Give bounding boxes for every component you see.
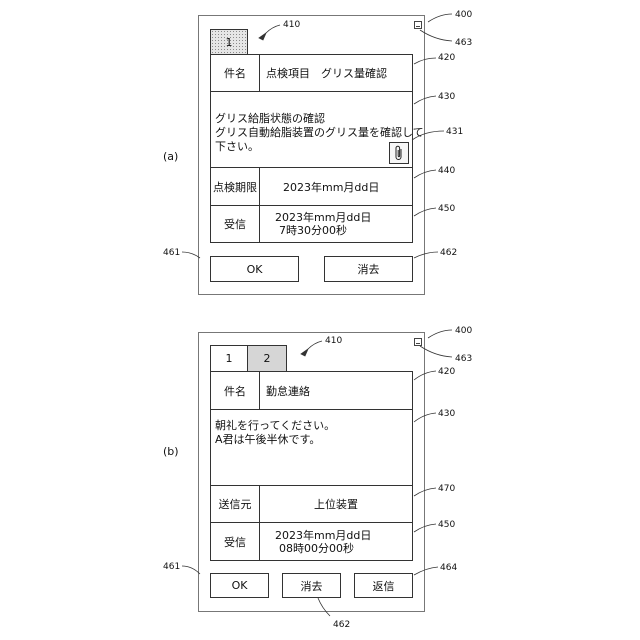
- leader-410: [266, 25, 280, 33]
- leader-420: [414, 371, 436, 380]
- leader-463: [420, 30, 452, 41]
- leader-410-arrow: [259, 33, 266, 40]
- leader-461: [182, 252, 200, 258]
- leader-470: [414, 488, 436, 496]
- leader-431: [412, 131, 444, 140]
- leader-410: [308, 341, 322, 349]
- leader-410-arrow: [301, 349, 308, 356]
- leader-440: [414, 170, 436, 178]
- leader-400: [428, 14, 452, 22]
- leader-420: [414, 58, 436, 64]
- leader-430: [414, 413, 436, 422]
- leader-430: [414, 96, 436, 104]
- leader-463: [420, 346, 452, 357]
- leader-464: [414, 567, 438, 575]
- leader-461: [182, 566, 200, 574]
- leader-450: [414, 208, 436, 216]
- leader-450: [414, 524, 436, 532]
- leader-462: [414, 252, 438, 258]
- leader-462: [318, 598, 330, 616]
- leader-400: [428, 330, 452, 338]
